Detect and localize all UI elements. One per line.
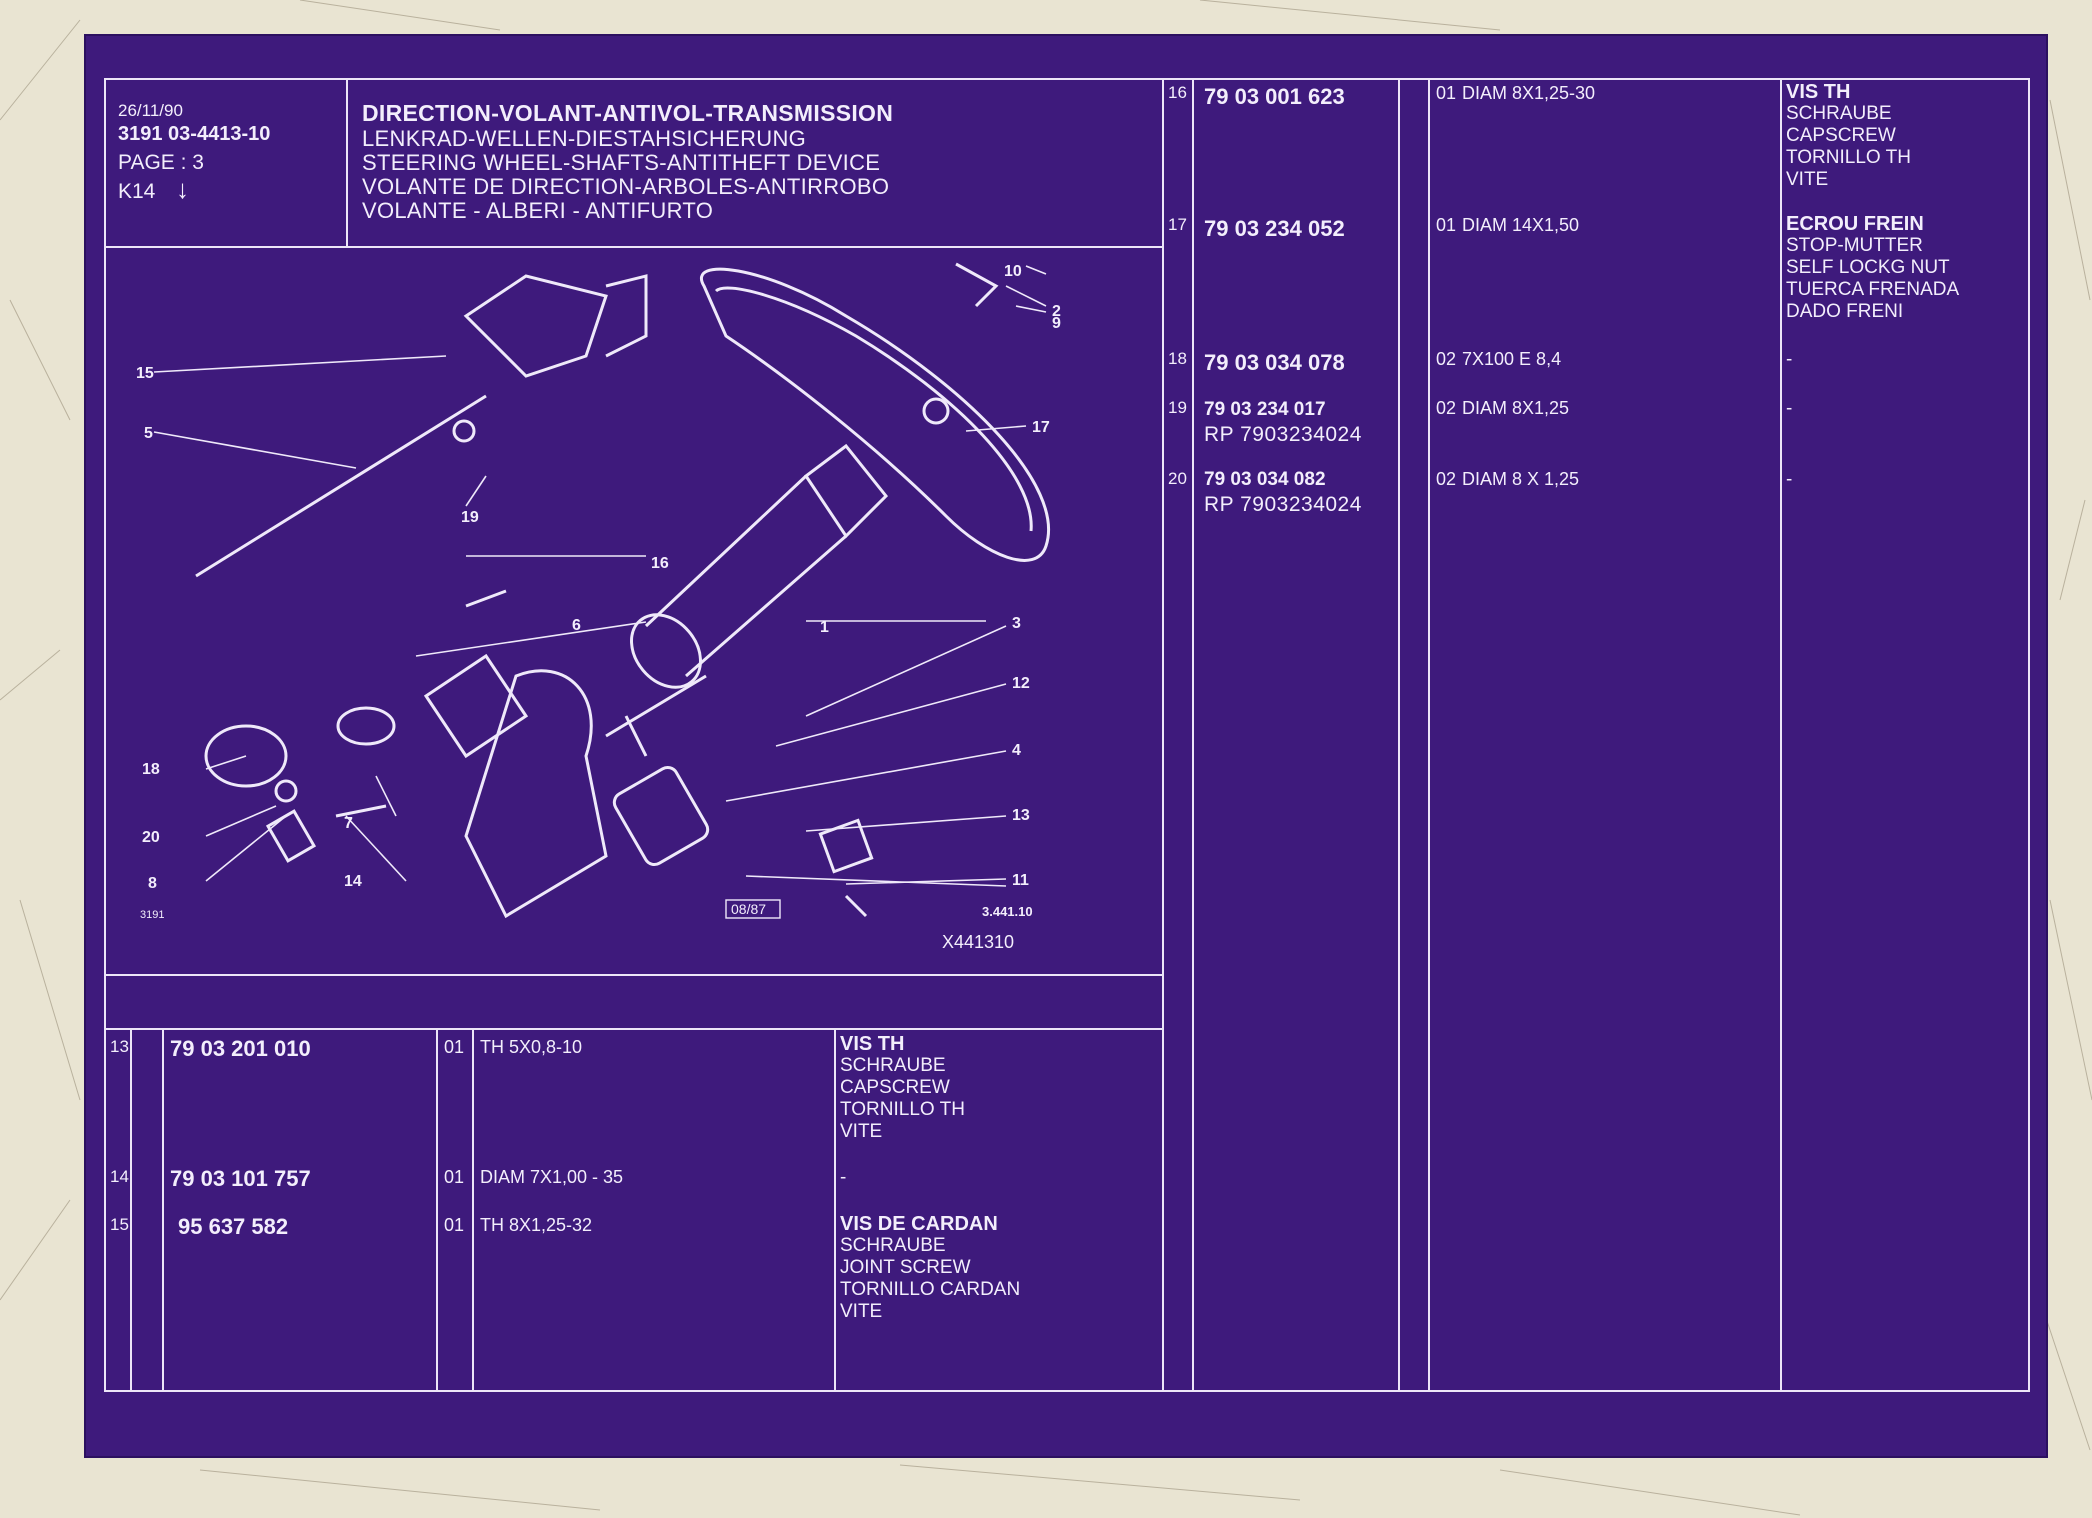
item-number: 14 xyxy=(110,1167,129,1186)
callout-7: 7 xyxy=(344,815,353,832)
callout-9-label: 9 xyxy=(1052,315,1061,332)
diagram-model-code: 3191 xyxy=(140,909,164,921)
part-dimension: DIAM 8 X 1,25 xyxy=(1462,469,1580,489)
part-label-es: TORNILLO TH xyxy=(840,1099,965,1120)
replacement-reference: RP 7903234024 xyxy=(1204,493,1362,516)
section-code: K14 xyxy=(118,180,156,203)
callout-3: 3 xyxy=(1012,615,1021,632)
callout-12: 12 xyxy=(1012,675,1030,692)
part-label-it: VITE xyxy=(840,1301,883,1322)
steering-exploded-diagram: 15 5 19 16 6 1 3 12 4 13 11 17 2 10 9 9 … xyxy=(136,262,1061,952)
part-label-fr: VIS DE CARDAN xyxy=(840,1213,998,1235)
quantity: 01 xyxy=(1436,215,1457,235)
part-label-de: SCHRAUBE xyxy=(840,1235,946,1256)
quantity: 02 xyxy=(1436,398,1457,418)
part-label: - xyxy=(1786,398,1793,419)
part-label-fr: VIS TH xyxy=(1786,81,1851,103)
part-label-de: SCHRAUBE xyxy=(1786,103,1892,124)
part-label-de: SCHRAUBE xyxy=(840,1055,946,1076)
part-label: - xyxy=(1786,349,1793,370)
page-title-de: LENKRAD-WELLEN-DIESTAHSICHERUNG xyxy=(362,126,807,151)
callout-5: 5 xyxy=(144,425,153,442)
quantity: 01 xyxy=(444,1167,465,1187)
item-number: 17 xyxy=(1168,215,1187,234)
diagram-date-box: 08/87 xyxy=(731,901,766,917)
part-label-fr: VIS TH xyxy=(840,1033,905,1055)
callout-10: 10 xyxy=(1004,263,1022,280)
diagram-drawing-ref: 3.441.10 xyxy=(982,904,1033,919)
callout-6: 6 xyxy=(572,617,581,634)
part-label-en: CAPSCREW xyxy=(1786,125,1896,146)
callout-8: 8 xyxy=(148,875,157,892)
print-date: 26/11/90 xyxy=(118,101,183,120)
part-label-en: CAPSCREW xyxy=(840,1077,950,1098)
callout-2: 2 xyxy=(1052,303,1061,320)
part-label-it: DADO FRENI xyxy=(1786,301,1904,322)
item-number: 16 xyxy=(1168,83,1187,102)
callout-19: 19 xyxy=(461,509,479,526)
item-number: 15 xyxy=(110,1215,129,1234)
callout-17: 17 xyxy=(1032,419,1050,436)
quantity: 02 xyxy=(1436,469,1457,489)
part-label-es: TORNILLO CARDAN xyxy=(840,1279,1021,1300)
page-title-en: STEERING WHEEL-SHAFTS-ANTITHEFT DEVICE xyxy=(362,150,881,175)
callout-4: 4 xyxy=(1012,742,1021,759)
microfiche-page: 26/11/90 3191 03-4413-10 PAGE : 3 K14 ↓ … xyxy=(86,36,2046,1456)
part-reference: 79 03 201 010 xyxy=(170,1036,311,1061)
item-number: 20 xyxy=(1168,469,1187,488)
page-number: PAGE : 3 xyxy=(118,151,204,174)
part-label-de: STOP-MUTTER xyxy=(1786,235,1923,256)
page-title-it: VOLANTE - ALBERI - ANTIFURTO xyxy=(362,198,714,223)
part-label-it: VITE xyxy=(1786,169,1829,190)
part-dimension: DIAM 8X1,25 xyxy=(1462,398,1570,418)
part-label: - xyxy=(1786,469,1793,490)
part-reference: 79 03 234 017 xyxy=(1204,399,1326,420)
part-label-es: TORNILLO TH xyxy=(1786,147,1911,168)
part-dimension: 7X100 E 8,4 xyxy=(1462,349,1562,369)
part-label-es: TUERCA FRENADA xyxy=(1786,279,1960,300)
callout-13: 13 xyxy=(1012,807,1030,824)
diagram-figure-code: X441310 xyxy=(942,932,1014,952)
part-reference: 79 03 001 623 xyxy=(1204,84,1345,109)
part-dimension: DIAM 7X1,00 - 35 xyxy=(480,1167,624,1187)
part-dimension: TH 5X0,8-10 xyxy=(480,1037,583,1057)
part-label-en: SELF LOCKG NUT xyxy=(1786,257,1950,278)
part-reference: 79 03 101 757 xyxy=(170,1166,311,1191)
callout-20: 20 xyxy=(142,829,160,846)
quantity: 01 xyxy=(444,1037,465,1057)
arrow-down-icon: ↓ xyxy=(176,174,189,204)
callout-1: 1 xyxy=(820,619,829,636)
document-code: 3191 03-4413-10 xyxy=(118,123,271,145)
part-dimension: DIAM 8X1,25-30 xyxy=(1462,83,1596,103)
callout-15: 15 xyxy=(136,365,154,382)
item-number: 13 xyxy=(110,1037,129,1056)
part-reference: 79 03 234 052 xyxy=(1204,216,1345,241)
part-reference: 79 03 034 082 xyxy=(1204,469,1326,490)
item-number: 18 xyxy=(1168,349,1187,368)
part-label: - xyxy=(840,1167,847,1188)
part-label-it: VITE xyxy=(840,1121,883,1142)
page-title-fr: DIRECTION-VOLANT-ANTIVOL-TRANSMISSION xyxy=(362,100,894,126)
part-label-en: JOINT SCREW xyxy=(840,1257,971,1278)
quantity: 02 xyxy=(1436,349,1457,369)
callout-16: 16 xyxy=(651,555,669,572)
callout-11: 11 xyxy=(1012,872,1029,889)
part-label-fr: ECROU FREIN xyxy=(1786,213,1924,235)
part-dimension: DIAM 14X1,50 xyxy=(1462,215,1580,235)
part-reference: 95 637 582 xyxy=(178,1214,289,1239)
callout-18: 18 xyxy=(142,761,160,778)
page-title-es: VOLANTE DE DIRECTION-ARBOLES-ANTIRROBO xyxy=(362,174,890,199)
quantity: 01 xyxy=(444,1215,465,1235)
callout-14: 14 xyxy=(344,873,362,890)
part-dimension: TH 8X1,25-32 xyxy=(480,1215,593,1235)
part-reference: 79 03 034 078 xyxy=(1204,350,1345,375)
quantity: 01 xyxy=(1436,83,1457,103)
item-number: 19 xyxy=(1168,398,1187,417)
replacement-reference: RP 7903234024 xyxy=(1204,423,1362,446)
